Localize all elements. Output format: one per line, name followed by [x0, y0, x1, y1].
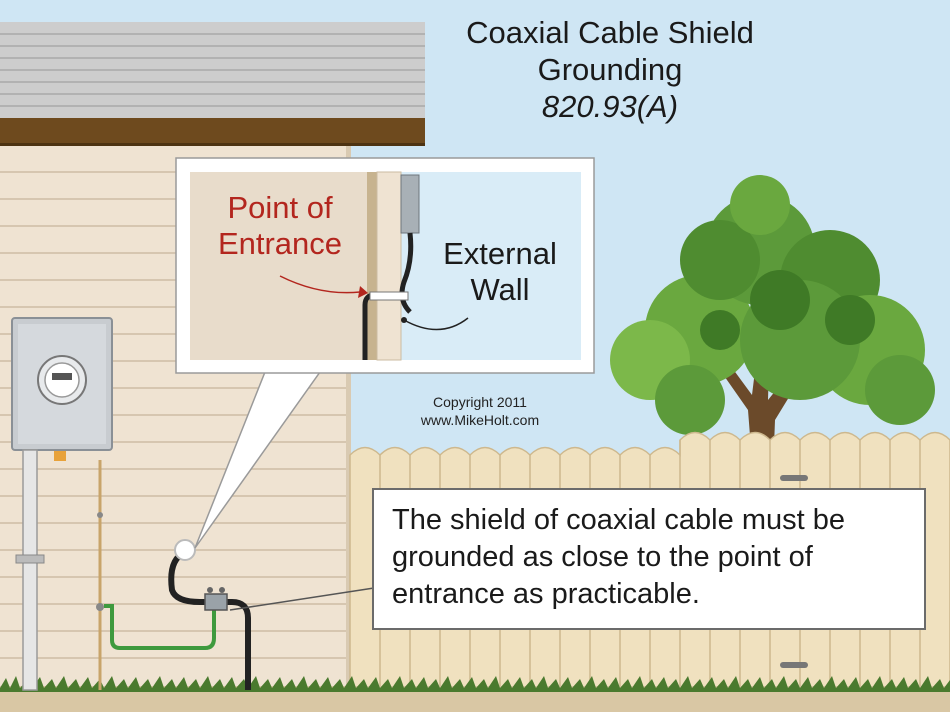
external-wall-line-2: Wall — [470, 272, 530, 307]
point-of-entrance-line-2: Entrance — [217, 226, 343, 261]
callout-box: The shield of coaxial cable must be grou… — [372, 488, 926, 630]
copyright-notice: Copyright 2011 www.MikeHolt.com — [395, 393, 565, 429]
code-reference: 820.93(A) — [541, 89, 679, 124]
point-of-entrance-label: Point of Entrance — [200, 190, 360, 262]
cable-entry-point — [174, 539, 196, 561]
ground-block — [204, 587, 228, 611]
diagram-title: Coaxial Cable Shield Grounding 820.93(A) — [420, 14, 800, 125]
electric-meter — [11, 317, 113, 461]
tree — [610, 175, 935, 500]
copyright-line-2: www.MikeHolt.com — [420, 412, 540, 428]
callout-pointer — [229, 587, 375, 611]
title-line-2: Grounding — [537, 52, 683, 87]
ground — [0, 676, 950, 712]
point-of-entrance-line-1: Point of — [227, 190, 333, 225]
grounding-electrode-conductor — [96, 460, 104, 690]
bonding-jumper-wire — [104, 604, 216, 650]
roof — [0, 22, 425, 146]
title-line-1: Coaxial Cable Shield — [466, 15, 754, 50]
copyright-line-1: Copyright 2011 — [433, 394, 527, 410]
external-wall-label: External Wall — [425, 236, 575, 308]
meter-post — [15, 449, 45, 691]
callout-text: The shield of coaxial cable must be grou… — [392, 504, 845, 610]
external-wall-line-1: External — [443, 236, 557, 271]
inset-detail — [175, 157, 595, 374]
